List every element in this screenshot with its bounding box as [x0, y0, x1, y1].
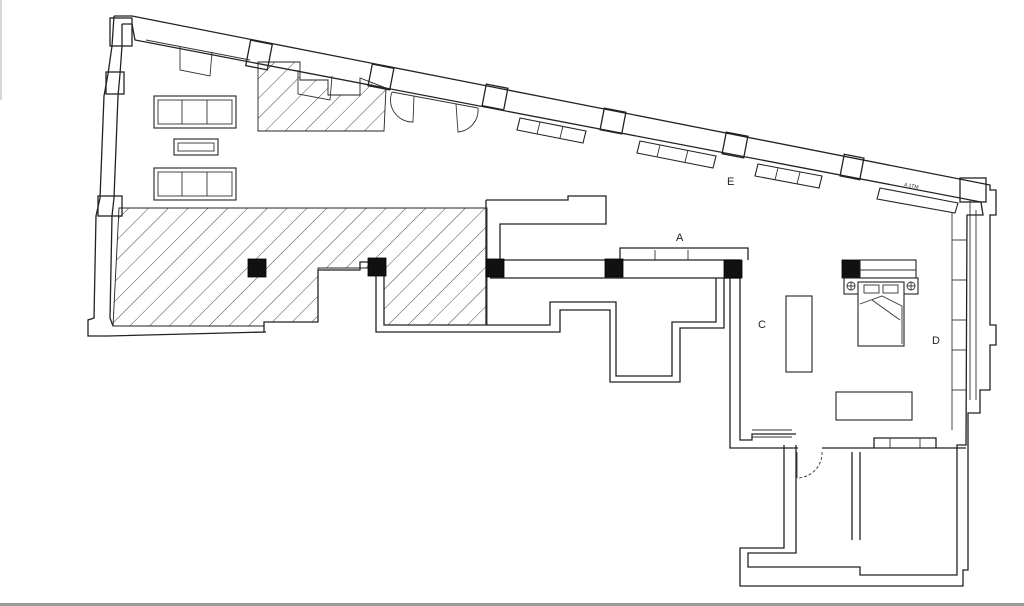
column [247, 258, 267, 278]
sofa-bottom [153, 167, 237, 201]
column [367, 257, 387, 277]
double-door [390, 91, 479, 133]
room-label-d: D [932, 335, 940, 347]
coffee-table [173, 138, 219, 156]
sideboard [835, 391, 913, 421]
sofa-top [153, 95, 237, 129]
column [723, 259, 743, 279]
hatched-zone-west [112, 207, 488, 327]
room-label-c: C [758, 319, 766, 331]
hatched-zone-north [257, 61, 387, 132]
structural-columns [247, 257, 861, 279]
column [841, 259, 861, 279]
north-window-seats [516, 117, 959, 214]
annotation-small: A 1TM [904, 182, 919, 191]
bed [843, 259, 919, 347]
bottom-border [0, 603, 1024, 606]
left-border [0, 0, 2, 100]
room-label-a: A [676, 232, 684, 244]
column [485, 258, 505, 278]
long-table [785, 295, 813, 373]
column [604, 258, 624, 278]
room-label-e: E [727, 176, 734, 188]
outer-walls [87, 15, 997, 587]
